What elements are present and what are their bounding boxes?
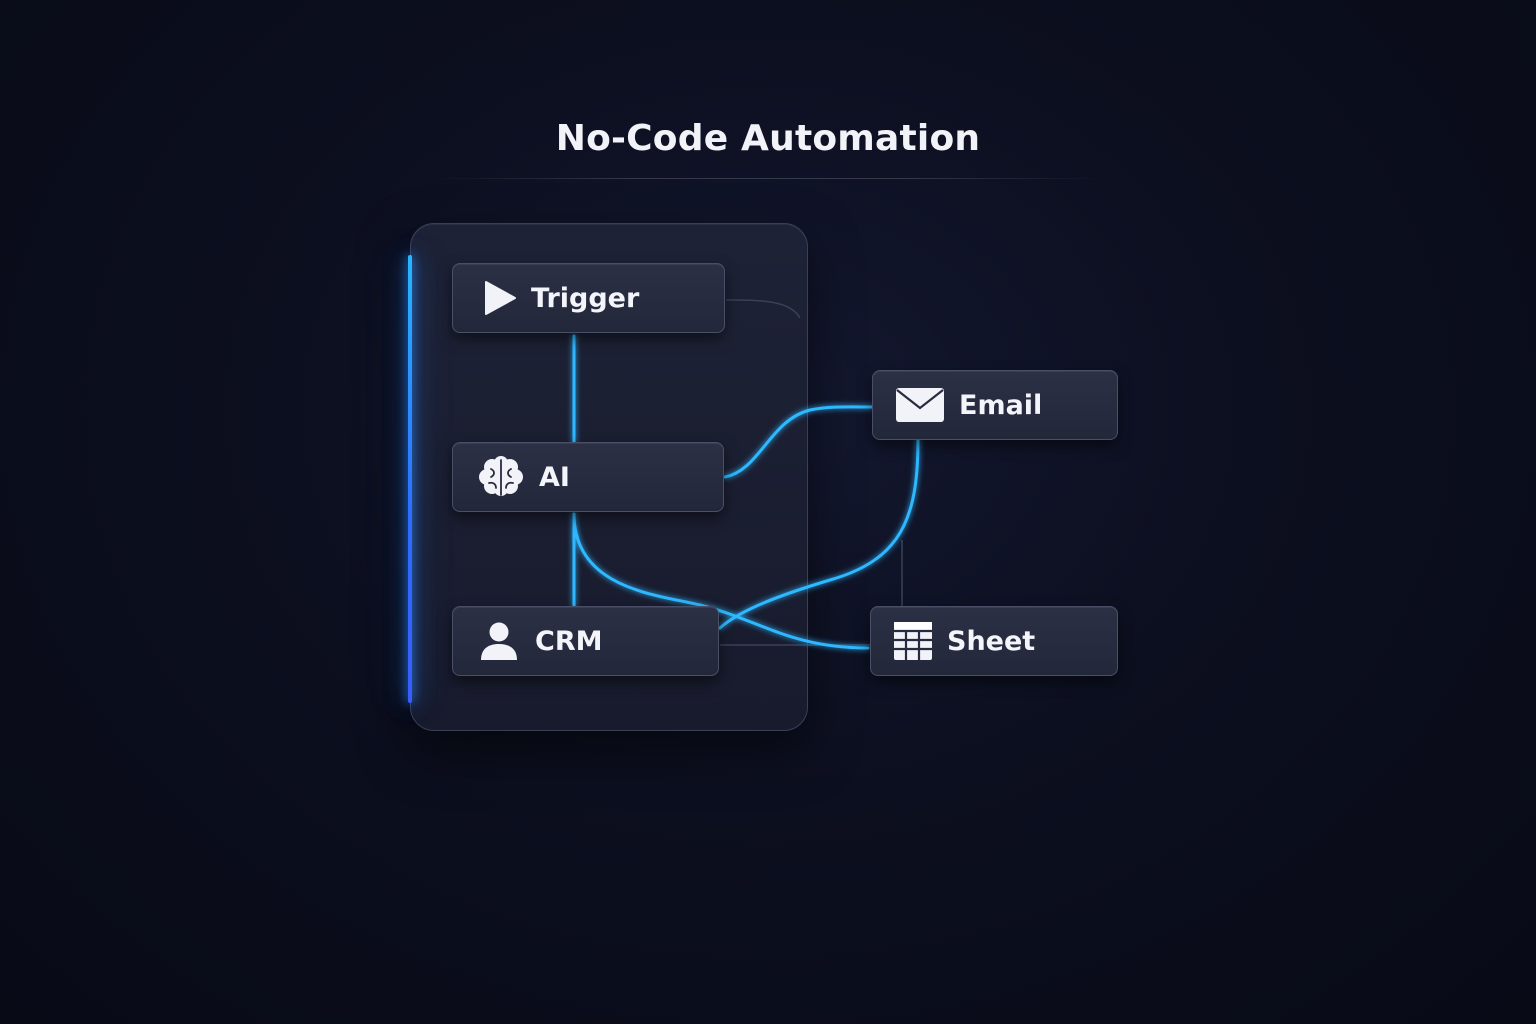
envelope-icon: [895, 387, 945, 423]
grid-table-icon: [893, 621, 933, 661]
trigger-node-label: Trigger: [531, 282, 640, 314]
brain-icon: [477, 455, 525, 499]
sheet-node-label: Sheet: [947, 625, 1036, 657]
email-node-label: Email: [959, 389, 1043, 421]
email-node[interactable]: Email: [872, 370, 1118, 440]
panel-glow-edge: [408, 255, 412, 703]
ai-node-label: AI: [539, 461, 570, 493]
page-title: No-Code Automation: [555, 118, 981, 159]
sheet-node[interactable]: Sheet: [870, 606, 1118, 676]
ai-node[interactable]: AI: [452, 442, 724, 512]
user-icon: [477, 619, 521, 663]
trigger-node[interactable]: Trigger: [452, 263, 725, 333]
title-divider: [430, 178, 1106, 179]
crm-node-label: CRM: [535, 625, 603, 657]
play-icon: [483, 280, 517, 316]
crm-node[interactable]: CRM: [452, 606, 719, 676]
